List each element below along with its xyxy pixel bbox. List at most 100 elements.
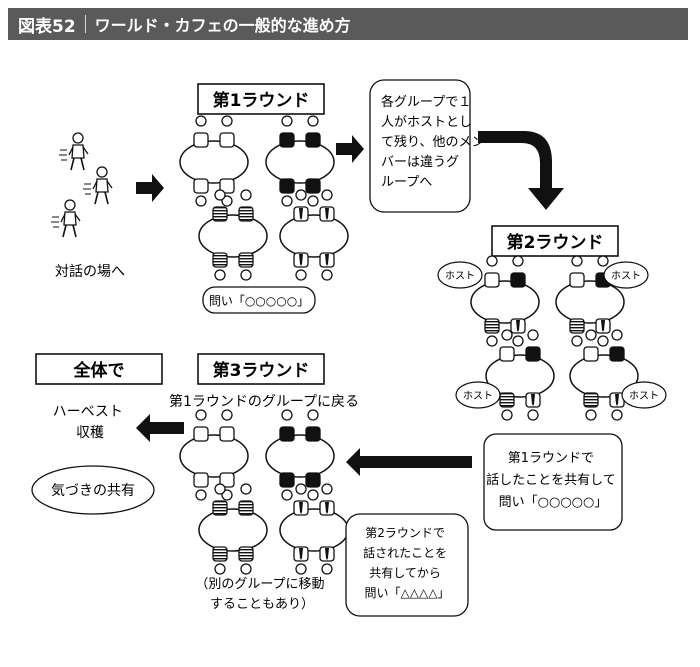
cafe-table-group: [198, 189, 268, 281]
whole-title-box: 全体で: [35, 353, 163, 385]
table: [265, 434, 335, 478]
person-icon: [212, 546, 228, 575]
person-icon: [305, 409, 321, 442]
figure-header: 図表52 ワールド・カフェの一般的な進め方: [8, 8, 688, 40]
host-bubble: ホスト: [437, 261, 483, 289]
figure-title: ワールド・カフェの一般的な進め方: [94, 16, 351, 35]
person-icon: [238, 189, 254, 222]
person-icon: [569, 255, 585, 288]
note2-box: 第1ラウンドで 話したことを共有して 問い「○○○○○」: [483, 433, 623, 531]
person-icon: [499, 392, 515, 421]
note3-line: 第2ラウンドで: [365, 526, 445, 540]
note1-line: バーは違うグ: [381, 155, 459, 170]
table: [179, 434, 249, 478]
person-icon: [319, 189, 335, 222]
round3-paren-line: することもあり）: [210, 597, 314, 612]
note3-text: 第2ラウンドで 話されたことを 共有してから 問い「△△△△」: [363, 526, 451, 600]
person-icon: [279, 178, 295, 207]
person-icon: [193, 472, 209, 501]
cafe-table-group: [265, 115, 335, 207]
awareness-label: 気づきの共有: [51, 483, 135, 499]
note3-line: 問い「△△△△」: [365, 586, 450, 600]
round3-paren-line: （別のグループに移動: [195, 577, 324, 592]
host-label: ホスト: [445, 270, 475, 282]
note1-box: 各グループで１ 人がホストとし て残り、他のメン バーは違うグ ループへ: [369, 79, 484, 213]
cafe-table-group: [470, 255, 540, 347]
note2-line: 話したことを共有して: [486, 472, 616, 488]
header-divider: [84, 15, 86, 33]
host-label: ホスト: [629, 390, 659, 402]
person-icon: [279, 115, 295, 148]
table: [569, 354, 639, 398]
person-icon: [305, 472, 321, 501]
round1-question: 問い「○○○○○」: [209, 294, 309, 308]
person-icon: [305, 178, 321, 207]
round1-tables: [179, 115, 349, 281]
arrow-note-to-round2: [478, 131, 564, 210]
person-icon: [609, 329, 625, 362]
person-icon: [212, 483, 228, 516]
round3-subtitle: 第1ラウンドのグループに戻る: [169, 393, 359, 410]
table: [279, 508, 349, 552]
note3-box: 第2ラウンドで 話されたことを 共有してから 問い「△△△△」: [345, 513, 469, 617]
awareness-bubble: 気づきの共有: [31, 465, 155, 515]
cafe-table-group: [179, 115, 249, 207]
host-bubble: ホスト: [455, 381, 501, 409]
person-icon: [293, 189, 309, 222]
person-icon: [499, 329, 515, 362]
person-icon: [583, 392, 599, 421]
person-icon: [525, 329, 541, 362]
to-dialogue-label: 対話の場へ: [55, 263, 125, 280]
person-icon: [279, 472, 295, 501]
round2-host-bubbles: ホストホストホストホスト: [437, 261, 667, 409]
round1-question-box: 問い「○○○○○」: [202, 286, 316, 314]
round2-title-box: 第2ラウンド: [491, 225, 619, 257]
walking-people: [51, 132, 113, 238]
round1-title: 第1ラウンド: [213, 90, 310, 111]
host-label: ホスト: [463, 390, 493, 402]
note1-line: 各グループで１: [381, 94, 471, 110]
person-icon: [293, 546, 309, 575]
cafe-table-group: [485, 329, 555, 421]
person-icon: [319, 252, 335, 281]
cafe-table-group: [279, 483, 349, 575]
person-icon: [193, 409, 209, 442]
host-bubble: ホスト: [603, 261, 649, 289]
person-icon: [510, 255, 526, 288]
person-icon: [238, 546, 254, 575]
walking-person-icon: [83, 166, 113, 205]
table: [179, 140, 249, 184]
person-icon: [319, 546, 335, 575]
person-icon: [293, 252, 309, 281]
cafe-table-group: [555, 255, 625, 347]
cafe-table-group: [279, 189, 349, 281]
host-bubble: ホスト: [621, 381, 667, 409]
person-icon: [219, 178, 235, 207]
person-icon: [219, 472, 235, 501]
person-icon: [219, 409, 235, 442]
cafe-table-group: [198, 483, 268, 575]
person-icon: [583, 329, 599, 362]
person-icon: [279, 409, 295, 442]
person-icon: [510, 318, 526, 347]
person-icon: [193, 115, 209, 148]
round3-title-box: 第3ラウンド: [197, 353, 325, 385]
round2-tables: [470, 255, 639, 421]
round2-title: 第2ラウンド: [507, 232, 604, 253]
note3-line: 共有してから: [369, 566, 441, 580]
cafe-table-group: [265, 409, 335, 501]
person-icon: [193, 178, 209, 207]
arrow-round3-to-harvest: [136, 414, 184, 442]
cafe-table-group: [569, 329, 639, 421]
round3-title: 第3ラウンド: [213, 360, 310, 381]
harvest-line: ハーベスト: [53, 404, 123, 420]
person-icon: [219, 115, 235, 148]
note1-line: ループへ: [381, 175, 432, 190]
whole-title: 全体で: [73, 360, 125, 381]
table: [265, 140, 335, 184]
arrow-round2-to-round3: [346, 448, 472, 476]
walking-person-icon: [51, 199, 81, 238]
harvest-line: 収穫: [76, 425, 104, 441]
table: [555, 280, 625, 324]
